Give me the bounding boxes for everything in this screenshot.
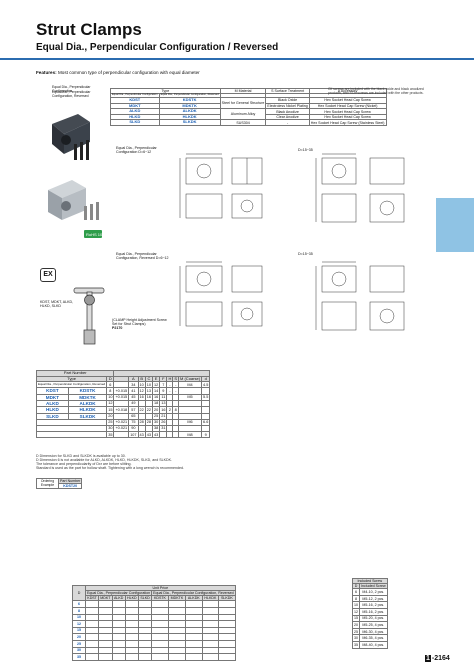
drawing-label-config2: Equal Dia., Perpendicular Configuration,… xyxy=(116,252,169,261)
ordering-example: Ordering Example Part Number KDST20 xyxy=(36,477,83,490)
unit-price-table: D Unit Price Equal Dia., Perpendicular C… xyxy=(72,584,236,661)
part-number-title: Part Number xyxy=(35,370,115,377)
wrench-illustration xyxy=(73,287,105,345)
clamp-product-photo: RoHS 10 xyxy=(48,114,103,238)
drawing-label-d15-bottom: D=15~35 xyxy=(298,252,313,256)
surface-header: S Surface Treatment xyxy=(265,87,310,95)
ex-badge: EX xyxy=(40,268,56,282)
table-row: 8 xyxy=(72,606,236,615)
footnote: D Dimension for SLKD and SLKDK is availa… xyxy=(36,454,126,458)
footnote: Standard is used as the part for hollow … xyxy=(36,466,185,471)
included-screw-title: Included Screw xyxy=(352,577,388,585)
table-row: 15 xyxy=(72,626,236,635)
drawing-lines xyxy=(179,153,405,331)
page-number-value: -2164 xyxy=(431,655,450,662)
notes: Clf screws are included with the black o… xyxy=(328,87,432,96)
type-subheader: Equal Dia., Perpendicular Configuration,… xyxy=(158,93,221,99)
config-label-2: Equal Dia., Perpendicular Configuration,… xyxy=(52,90,91,98)
drawing-label-d15-top: D=15~35 xyxy=(298,148,313,152)
wrench-note: (CLAMP Height Adjustment Screw Set for S… xyxy=(112,318,167,327)
table-row: 12 xyxy=(72,620,236,628)
table-row: 25 xyxy=(72,639,236,648)
table-row: 10 xyxy=(72,613,236,622)
rohs-mark: RoHS 10 xyxy=(86,232,103,237)
footnote: D Dimension 6 is not available for ALKD,… xyxy=(36,458,173,463)
ordering-label: Ordering Example xyxy=(36,477,59,490)
page-title: Strut Clamps xyxy=(36,20,142,39)
features-text: Most common type of perpendicular config… xyxy=(57,70,200,75)
models-label: KDST, MDKT, ALKD, HLKD, SLKD xyxy=(40,300,74,309)
type-header: Type xyxy=(110,87,221,95)
part-number-table: Part Number Type D A B C E F H S M (Coar… xyxy=(35,370,211,439)
footnote: The tolerance and perpendicularity of Dx… xyxy=(36,462,132,467)
ordering-part: KDST20 xyxy=(57,483,83,490)
technical-drawings: Equal Dia., Perpendicular Configuration … xyxy=(110,134,430,370)
page-header: Strut Clamps Equal Dia., Perpendicular C… xyxy=(0,0,474,66)
type-table: Type M Material S Surface Treatment A Ac… xyxy=(110,87,387,127)
unit-price-title: Unit Price xyxy=(85,584,236,592)
config-label-1: Equal Dia., Perpendicular Configuration xyxy=(52,85,91,93)
drawing-label-config1: Equal Dia., Perpendicular Configuration … xyxy=(116,146,157,155)
header-rule xyxy=(0,58,474,60)
page-prefix: 1 xyxy=(425,655,431,662)
page-subtitle: Equal Dia., Perpendicular Configuration … xyxy=(36,42,279,53)
wrench-code: P2170 xyxy=(112,326,123,330)
table-row: 30 xyxy=(72,646,236,655)
footnotes: D Dimension for SLKD and SLKDK is availa… xyxy=(36,454,436,471)
features-label: Features: xyxy=(36,70,57,75)
note-item: Clf screws are included with the black o… xyxy=(328,87,424,95)
table-row: 6 xyxy=(72,600,236,608)
page-number: 1-2164 xyxy=(425,655,450,663)
table-row: 20 xyxy=(72,633,236,641)
features-line: Features: Most common type of perpendicu… xyxy=(36,70,336,75)
ordering-part-label: Part Number xyxy=(57,477,83,485)
table-row: 35 xyxy=(72,653,236,661)
product-image-panel: Equal Dia., Perpendicular Configuration … xyxy=(36,80,108,238)
side-index-tab xyxy=(436,198,474,252)
accessory-header: A Accessory xyxy=(308,87,387,95)
